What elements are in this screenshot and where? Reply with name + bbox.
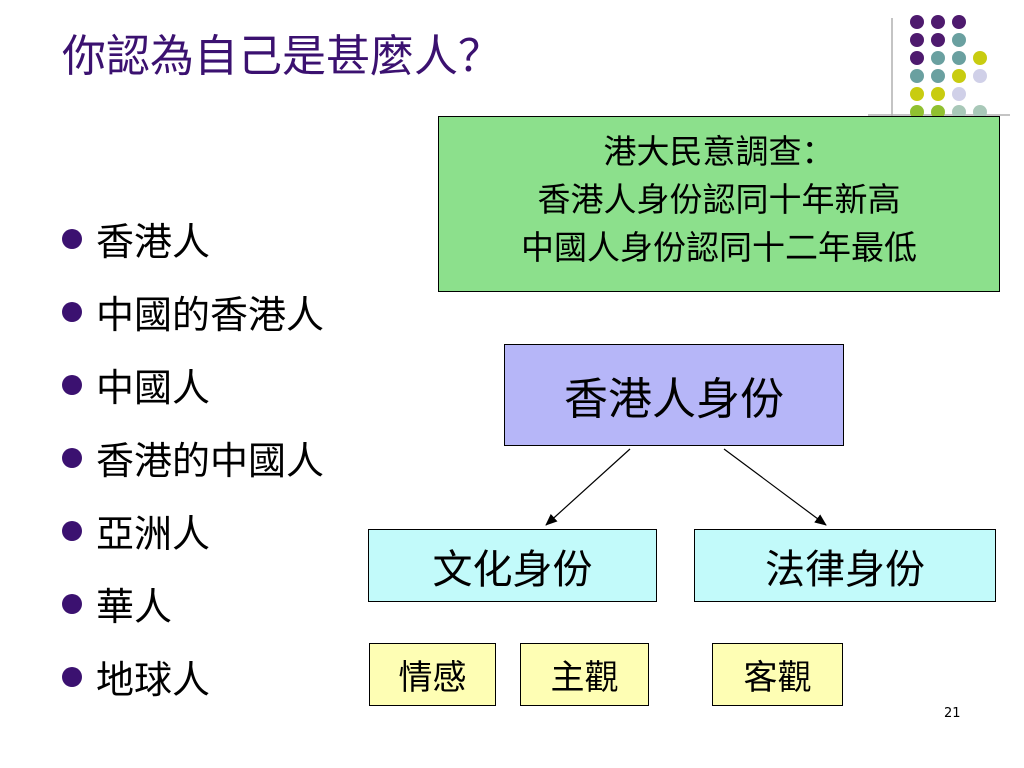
decorative-dot bbox=[931, 69, 945, 83]
decorative-dot bbox=[973, 105, 987, 119]
decorative-dot bbox=[952, 15, 966, 29]
identity-root-box: 香港人身份 bbox=[504, 344, 844, 446]
subjective-tag: 主觀 bbox=[520, 643, 649, 706]
decorative-dot bbox=[931, 87, 945, 101]
decorative-dot bbox=[910, 69, 924, 83]
page-title: 你認為自己是甚麼人？ bbox=[62, 31, 502, 82]
list-item: 香港人 bbox=[62, 202, 324, 275]
list-item-text: 香港的中國人 bbox=[96, 439, 325, 483]
decorative-dot bbox=[910, 15, 924, 29]
decorative-dot bbox=[952, 69, 966, 83]
legal-identity-box: 法律身份 bbox=[694, 529, 996, 602]
decorative-dot bbox=[952, 87, 966, 101]
decorative-dot bbox=[910, 105, 924, 119]
decorative-dot bbox=[931, 33, 945, 47]
decorative-dot bbox=[910, 51, 924, 65]
emotion-tag: 情感 bbox=[369, 643, 496, 706]
decorative-dot bbox=[931, 15, 945, 29]
bullet-icon bbox=[62, 666, 82, 687]
callout-line: 中國人身份認同十二年最低 bbox=[521, 228, 917, 267]
decorative-dot bbox=[910, 33, 924, 47]
list-item-text: 地球人 bbox=[96, 658, 211, 702]
list-item: 中國人 bbox=[62, 348, 324, 421]
list-item: 香港的中國人 bbox=[62, 421, 324, 494]
list-item: 地球人 bbox=[62, 640, 324, 713]
decorative-dot bbox=[952, 105, 966, 119]
decorative-dot bbox=[952, 51, 966, 65]
objective-tag: 客觀 bbox=[712, 643, 843, 706]
bullet-icon bbox=[62, 593, 82, 614]
list-item-text: 華人 bbox=[96, 585, 173, 629]
bullet-icon bbox=[62, 374, 82, 395]
list-item-text: 中國人 bbox=[96, 366, 211, 410]
arrow-to-cultural bbox=[545, 448, 631, 526]
decorative-dot bbox=[973, 51, 987, 65]
decorative-dot bbox=[931, 51, 945, 65]
list-item-text: 亞洲人 bbox=[96, 512, 211, 556]
callout-line: 港大民意調查： bbox=[603, 132, 835, 171]
survey-callout-box: 港大民意調查： 香港人身份認同十年新高 中國人身份認同十二年最低 bbox=[438, 116, 1000, 292]
decorative-dot bbox=[973, 69, 987, 83]
list-item: 中國的香港人 bbox=[62, 275, 324, 348]
list-item-text: 香港人 bbox=[96, 220, 211, 264]
decorative-dot bbox=[931, 105, 945, 119]
page-number: 21 bbox=[944, 706, 961, 721]
bullet-icon bbox=[62, 301, 82, 322]
decorative-dot bbox=[910, 87, 924, 101]
decorative-dot bbox=[952, 33, 966, 47]
bullet-icon bbox=[62, 447, 82, 468]
bullet-icon bbox=[62, 520, 82, 541]
cultural-identity-box: 文化身份 bbox=[368, 529, 657, 602]
list-item: 亞洲人 bbox=[62, 494, 324, 567]
arrow-to-legal bbox=[723, 448, 827, 526]
bullet-list: 香港人 中國的香港人 中國人 香港的中國人 亞洲人 華人 地球人 bbox=[62, 202, 324, 713]
callout-line: 香港人身份認同十年新高 bbox=[537, 180, 901, 219]
list-item-text: 中國的香港人 bbox=[96, 293, 325, 337]
bullet-icon bbox=[62, 228, 82, 249]
list-item: 華人 bbox=[62, 567, 324, 640]
